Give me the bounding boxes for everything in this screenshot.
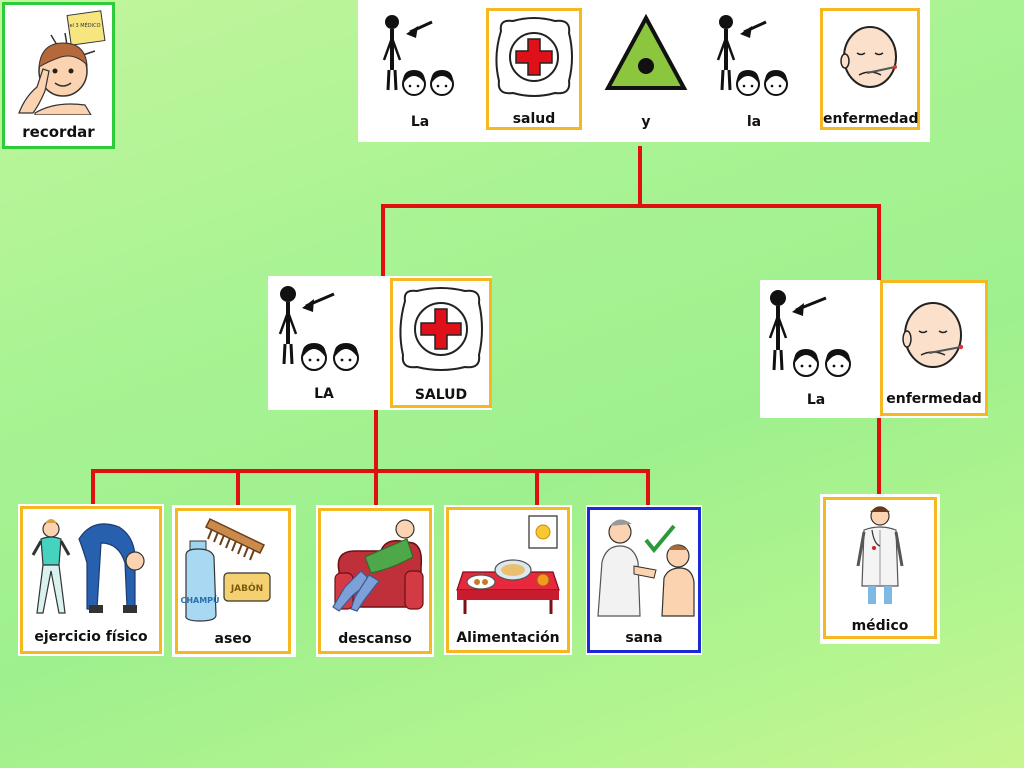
article-la-icon xyxy=(716,15,788,96)
title-word-label: y xyxy=(641,114,651,130)
title-word-label: salud xyxy=(512,111,556,127)
rest-armchair-icon xyxy=(332,519,424,612)
item-ejercicio-fisico[interactable]: ejercicio físico xyxy=(20,506,162,654)
branch-word-label: LA xyxy=(314,386,334,402)
item-descanso-panel: descanso xyxy=(316,505,434,657)
title-word-label: La xyxy=(410,114,430,130)
hygiene-icon: CHAMPÚ JABÓN xyxy=(180,518,271,622)
branch-salud-panel: LA SALUD xyxy=(268,276,492,410)
item-aseo-panel: CHAMPÚ JABÓN aseo xyxy=(172,505,296,657)
title-word-label: enfermedad xyxy=(823,111,919,127)
title-word-la-2[interactable]: la xyxy=(704,6,804,132)
note-text: el 3 MÉDICO xyxy=(69,21,100,29)
branch-word-label: enfermedad xyxy=(886,391,982,407)
recordar-label: recordar xyxy=(22,123,95,141)
title-panel: La salud y xyxy=(358,0,930,142)
branch-salud-word-salud[interactable]: SALUD xyxy=(390,278,492,408)
title-word-y[interactable]: y xyxy=(596,6,696,132)
title-word-label: la xyxy=(746,114,762,130)
exercise-icon xyxy=(31,519,145,614)
triangle-icon xyxy=(604,13,688,90)
item-medico[interactable]: médico xyxy=(823,497,937,639)
recordar-card[interactable]: el 3 MÉDICO recordar xyxy=(2,2,115,149)
title-word-salud[interactable]: salud xyxy=(486,8,582,130)
food-table-icon xyxy=(456,515,560,614)
sick-face-icon xyxy=(902,302,964,368)
item-sana-panel: sana xyxy=(586,505,702,655)
item-ejercicio-panel: ejercicio físico xyxy=(18,504,164,656)
item-label: aseo xyxy=(214,631,252,647)
article-la-icon xyxy=(382,15,454,96)
branch-enfermedad-word-enfermedad[interactable]: enfermedad xyxy=(880,280,988,416)
item-alimentacion[interactable]: Alimentación xyxy=(446,507,570,653)
item-sana[interactable]: sana xyxy=(587,507,701,653)
sick-face-icon xyxy=(840,26,897,88)
title-word-la-1[interactable]: La xyxy=(370,6,470,132)
shampoo-label: CHAMPÚ xyxy=(180,594,219,605)
branch-enfermedad-word-la[interactable]: La xyxy=(760,282,872,414)
health-cross-icon xyxy=(495,17,573,97)
item-alimentacion-panel: Alimentación xyxy=(444,505,572,655)
item-label: sana xyxy=(625,630,663,646)
branch-enfermedad-panel: La enfermedad xyxy=(760,280,988,418)
item-label: descanso xyxy=(338,631,412,647)
item-label: ejercicio físico xyxy=(34,629,148,645)
branch-salud-word-la[interactable]: LA xyxy=(268,278,380,406)
branch-word-label: SALUD xyxy=(414,387,468,403)
title-word-enfermedad[interactable]: enfermedad xyxy=(820,8,920,130)
soap-label: JABÓN xyxy=(230,582,263,594)
doctor-icon xyxy=(856,506,904,604)
remember-icon: el 3 MÉDICO xyxy=(18,10,106,115)
item-label: Alimentación xyxy=(456,630,560,646)
health-cross-icon xyxy=(399,287,483,371)
branch-word-label: La xyxy=(806,392,826,408)
item-medico-panel: médico xyxy=(820,494,940,644)
doctor-patient-icon xyxy=(597,519,695,617)
item-descanso[interactable]: descanso xyxy=(318,508,432,654)
item-label: médico xyxy=(851,618,909,634)
article-la-icon xyxy=(768,290,851,377)
article-la-icon xyxy=(278,286,359,371)
item-aseo[interactable]: CHAMPÚ JABÓN aseo xyxy=(175,508,291,654)
